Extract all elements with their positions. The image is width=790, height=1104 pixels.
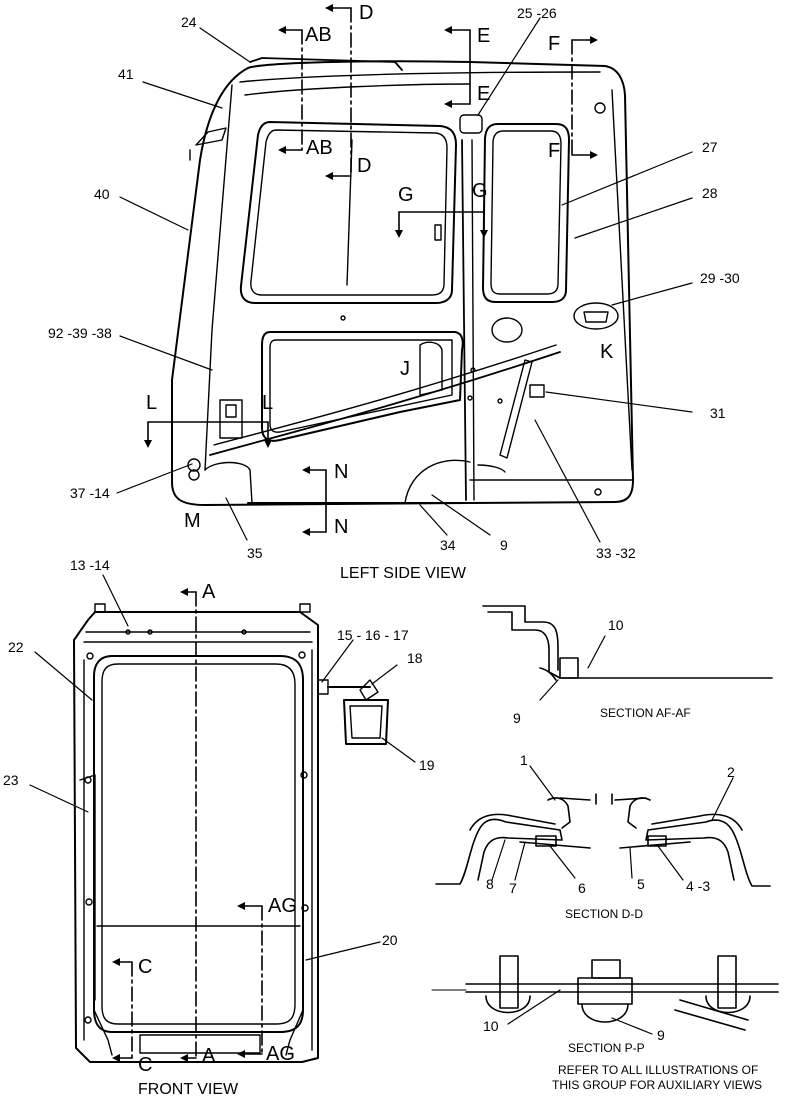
section-letter-g-left: G — [398, 184, 414, 206]
section-dd-drawing — [435, 793, 771, 887]
section-letter-c-bottom: C — [138, 1054, 153, 1076]
callout-19: 19 — [419, 757, 435, 773]
left-side-view-title: LEFT SIDE VIEW — [340, 565, 466, 582]
section-pp-leaders — [507, 989, 653, 1035]
section-af-drawing — [482, 605, 773, 701]
section-letter-l-left: L — [146, 392, 158, 414]
callout-37-14: 37 -14 — [70, 485, 110, 501]
left-section-lines — [147, 7, 591, 533]
callout-10-af: 10 — [608, 617, 624, 633]
section-letter-f-top: F — [548, 33, 561, 55]
callout-10-pp: 10 — [483, 1018, 499, 1034]
front-leader-lines — [29, 574, 416, 961]
left-side-view-drawing — [171, 57, 634, 506]
section-letter-n-bottom: N — [334, 516, 349, 538]
callout-7: 7 — [509, 880, 517, 896]
section-letter-c-top: C — [138, 956, 153, 978]
callout-23: 23 — [3, 772, 19, 788]
section-letter-d-bottom: D — [357, 155, 372, 177]
section-dd-title: SECTION D-D — [565, 907, 643, 921]
callout-9-left: 9 — [500, 537, 508, 553]
detail-letter-m: M — [184, 510, 201, 532]
front-view-drawing — [73, 603, 389, 1063]
section-dd-leaders — [491, 765, 734, 881]
callout-9-af: 9 — [513, 710, 521, 726]
section-letter-g-right: G — [472, 180, 488, 202]
section-af-title: SECTION AF-AF — [600, 706, 691, 720]
callout-2: 2 — [727, 764, 735, 780]
section-pp-drawing — [465, 955, 779, 1031]
callout-29-30: 29 -30 — [700, 270, 740, 286]
front-view-title: FRONT VIEW — [138, 1081, 239, 1098]
callout-28: 28 — [702, 185, 718, 201]
callout-33-32: 33 -32 — [596, 545, 636, 561]
section-letter-ab-bottom: AB — [306, 137, 333, 159]
callout-9-pp: 9 — [657, 1027, 665, 1043]
callout-31: 31 — [710, 405, 726, 421]
section-letter-d-top: D — [359, 2, 374, 24]
section-letter-f-bottom: F — [548, 140, 561, 162]
note-line-2: THIS GROUP FOR AUXILIARY VIEWS — [552, 1078, 763, 1092]
section-letter-ag-top: AG — [268, 895, 297, 917]
callout-15-16-17: 15 - 16 - 17 — [337, 627, 409, 643]
callout-24: 24 — [181, 14, 197, 30]
callout-8: 8 — [486, 876, 494, 892]
callout-4-3: 4 -3 — [686, 878, 711, 894]
section-letter-a-bottom: A — [202, 1045, 216, 1067]
callout-20: 20 — [382, 932, 398, 948]
callout-35: 35 — [247, 545, 263, 561]
callout-13-14: 13 -14 — [70, 557, 110, 573]
callout-18: 18 — [407, 650, 423, 666]
detail-letter-j: J — [400, 358, 410, 380]
callout-41: 41 — [118, 66, 134, 82]
callout-34: 34 — [440, 537, 456, 553]
callout-22: 22 — [8, 639, 24, 655]
callout-5: 5 — [637, 876, 645, 892]
callout-92-39-38: 92 -39 -38 — [48, 325, 112, 341]
callout-25-26: 25 -26 — [517, 5, 557, 21]
callout-1: 1 — [520, 752, 528, 768]
callout-40: 40 — [94, 186, 110, 202]
arrowheads — [112, 4, 598, 1062]
front-section-lines — [119, 591, 263, 1059]
callout-27: 27 — [702, 139, 718, 155]
section-pp-title: SECTION P-P — [568, 1041, 645, 1055]
section-letter-n-top: N — [334, 461, 349, 483]
detail-letter-k: K — [600, 341, 614, 363]
section-letter-l-right: L — [262, 392, 274, 414]
section-letter-a-top: A — [202, 581, 216, 603]
section-letter-ag-bottom: AG — [266, 1043, 295, 1065]
section-letter-e-top: E — [477, 25, 491, 47]
section-letter-ab-top: AB — [305, 24, 332, 46]
callout-6: 6 — [578, 880, 586, 896]
section-letter-e-bottom: E — [477, 83, 491, 105]
leader-lines — [116, 17, 693, 543]
note-line-1: REFER TO ALL ILLUSTRATIONS OF — [558, 1063, 759, 1077]
